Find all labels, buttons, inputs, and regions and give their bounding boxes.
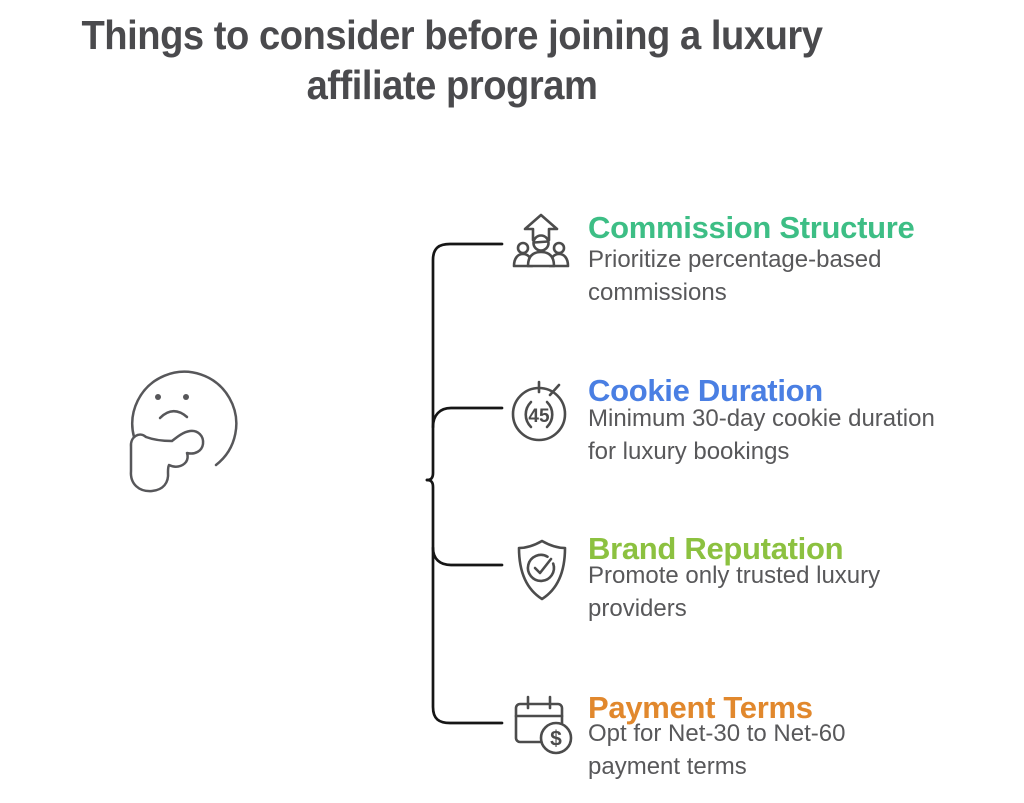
page-title-line-2: affiliate program bbox=[306, 62, 598, 108]
item-heading: Brand Reputation bbox=[588, 530, 844, 566]
thinking-face-illustration bbox=[129, 370, 238, 493]
right-eye bbox=[183, 394, 189, 400]
page-title: Things to consider before joining a luxu… bbox=[34, 10, 871, 110]
item-heading: Cookie Duration bbox=[588, 372, 823, 408]
item-description: Opt for Net-30 to Net-60 payment terms bbox=[588, 720, 846, 780]
branch-line-3 bbox=[431, 546, 504, 567]
item-description: Minimum 30-day cookie duration for luxur… bbox=[588, 405, 935, 465]
frown-mouth bbox=[158, 410, 189, 420]
dollar-symbol-label: $ bbox=[550, 728, 562, 751]
branch-line-2 bbox=[431, 406, 504, 429]
item-heading: Payment Terms bbox=[588, 689, 813, 725]
timer-45-icon: 45 bbox=[511, 380, 567, 442]
item-description: Prioritize percentage-based commissions bbox=[588, 246, 882, 306]
page-title-line-1: Things to consider before joining a luxu… bbox=[81, 12, 823, 58]
timer-value-label: 45 bbox=[528, 406, 550, 427]
thinking-hand bbox=[129, 429, 205, 493]
branch-line-1 bbox=[425, 242, 504, 482]
shield-check-icon bbox=[517, 539, 567, 601]
branch-line-4 bbox=[425, 478, 504, 725]
calendar-dollar-icon: $ bbox=[514, 695, 573, 755]
item-description: Promote only trusted luxury providers bbox=[588, 562, 881, 622]
face-outline bbox=[131, 370, 238, 467]
left-eye bbox=[155, 394, 161, 400]
item-heading: Commission Structure bbox=[588, 209, 915, 245]
team-growth-icon bbox=[512, 213, 570, 268]
